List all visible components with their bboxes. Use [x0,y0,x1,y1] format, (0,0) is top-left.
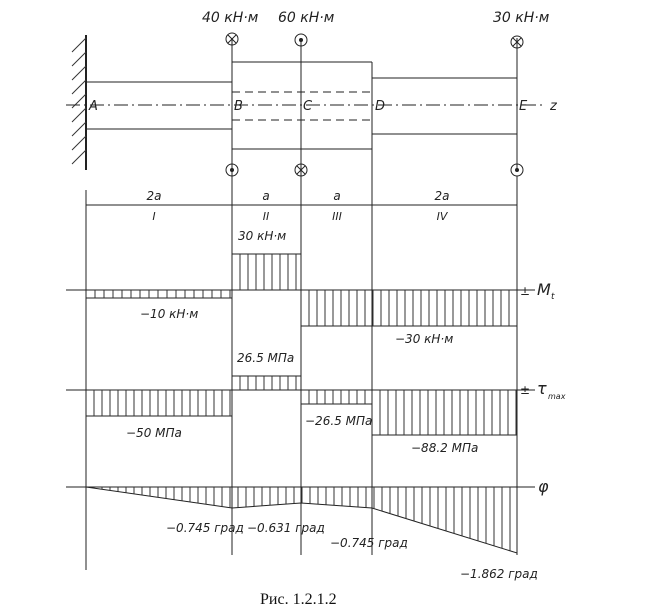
wall-hatching [71,37,87,165]
point-label-d: D [375,99,385,114]
point-label-e: E [519,99,528,114]
seg1-roman: I [152,210,155,223]
stress-value-seg4: −88.2 МПа [411,441,478,455]
stress-block-seg3 [300,389,373,405]
seg4-roman: IV [437,210,449,223]
torque-block-seg2 [231,253,302,291]
angle-axis-label: φ [538,477,549,496]
shaft-sketch: 40 кН·м 60 кН·м 30 кН·м A B C D E z [66,10,558,177]
dot-symbol-c-top [294,33,308,47]
torque-hatching [94,254,510,326]
point-label-a: A [88,99,98,114]
torque-block-seg34 [300,289,518,327]
seg1-length: 2a [147,189,162,203]
point-label-c: C [303,99,313,114]
angle-value-d: −0.745 град [330,536,408,550]
stress-value-seg3: −26.5 МПа [305,414,372,428]
seg2-length: a [262,189,269,203]
stress-hatching [93,376,517,435]
figure-caption: Рис. 1.2.1.2 [260,591,337,608]
torque-diagram: 30 кН·м −10 кН·м −30 кН·м ± M t [66,229,555,346]
cross-symbol-e-top [510,35,524,49]
stress-value-seg2: 26.5 МПа [237,351,294,365]
torque-label-e: 30 кН·м [493,10,550,26]
angle-diagram: −0.745 град −0.631 град −0.745 град −1.8… [66,477,549,581]
torque-axis-label: M [537,280,551,299]
stress-sign: ± [520,383,530,397]
stress-block-seg2 [231,375,302,391]
seg2-roman: II [263,210,270,223]
stress-axis-label: τ [537,379,547,398]
torque-value-seg4: −30 кН·м [395,332,453,346]
seg3-length: a [333,189,340,203]
torque-axis-sub: t [551,292,555,302]
angle-curve [85,486,518,554]
dimension-line: 2a a a 2a I II III IV [85,149,518,570]
point-label-b: B [234,99,243,114]
torque-value-seg2: 30 кН·м [238,229,286,243]
torque-block-seg1 [85,289,233,299]
torque-label-b: 40 кН·м [202,10,259,26]
angle-hatching [93,487,511,551]
stress-axis-sub: max [548,392,566,401]
torque-label-c: 60 кН·м [278,10,335,26]
torque-sign: ± [520,284,530,298]
angle-value-b: −0.745 град [166,521,244,535]
stress-diagram: 26.5 МПа −50 МПа −26.5 МПа −88.2 МПа ± τ… [66,351,566,455]
stress-block-seg1 [85,389,233,417]
angle-value-e: −1.862 град [460,567,538,581]
seg4-length: 2a [435,189,450,203]
torque-value-seg1: −10 кН·м [140,307,198,321]
seg3-roman: III [332,210,342,223]
cross-symbol-b-top [225,32,239,46]
stress-value-seg1: −50 МПа [126,426,182,440]
angle-value-c: −0.631 град [247,521,325,535]
axis-label-z: z [549,99,558,114]
